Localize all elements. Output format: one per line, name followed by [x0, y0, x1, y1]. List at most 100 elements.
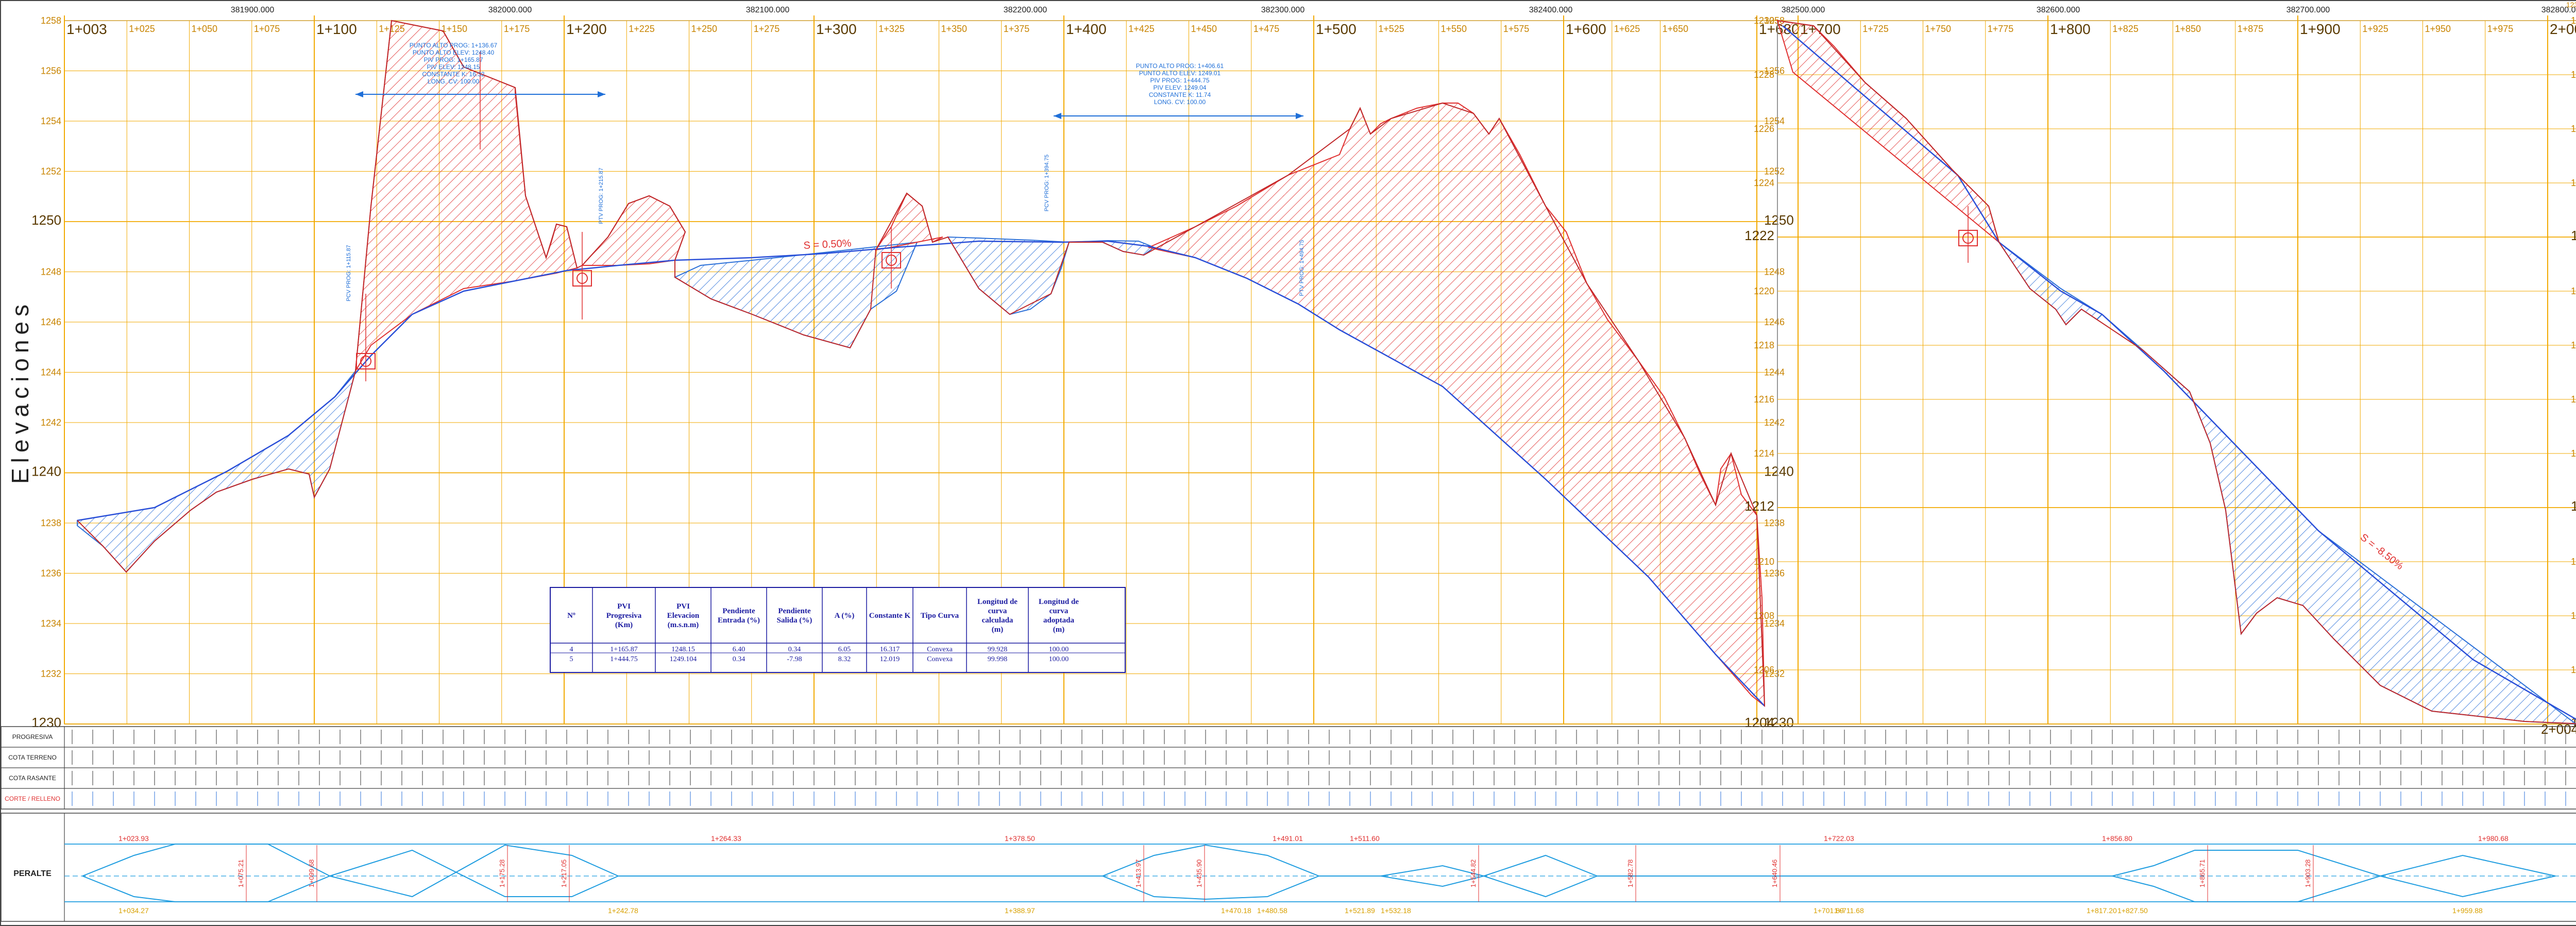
grade-line	[1782, 25, 2576, 720]
terrain-line	[77, 20, 1765, 706]
minor-station-label: 1+250	[691, 24, 718, 34]
elevation-label: 1242	[41, 417, 61, 428]
peralte-station-label: 1+034.27	[118, 906, 149, 915]
minor-station-label: 1+325	[878, 24, 905, 34]
peralte-vertical-label: 1+544.82	[1469, 860, 1477, 888]
pvi-info-line: PIV ELEV: 1249.04	[1154, 84, 1207, 91]
pvi-info-line: PUNTO ALTO ELEV: 1248.40	[413, 49, 495, 56]
peralte-vertical-label: 1+075.21	[237, 860, 245, 888]
minor-station-label: 1+925	[2362, 24, 2388, 34]
pvi-info-line: PIV ELEV: 1248.15	[427, 63, 480, 71]
elevation-label: 1238	[1764, 518, 1785, 528]
cut-area	[1147, 103, 1766, 708]
elevation-label: 1236	[41, 568, 61, 579]
minor-station-label: 1+975	[2487, 24, 2514, 34]
elevation-label: 1228	[1754, 70, 1774, 80]
coordinate-label: 382800.000	[2541, 6, 2576, 14]
table-cell: 99.998	[988, 655, 1008, 663]
peralte-station-label: 1+856.80	[2102, 834, 2132, 843]
elevation-label: 1228	[2571, 70, 2576, 80]
elevation-label: 1214	[1754, 448, 1774, 459]
elevation-label: 1206	[2571, 665, 2576, 675]
fill-area	[947, 236, 1070, 315]
coordinate-label: 381900.000	[231, 6, 275, 14]
pvi-info-line: CONSTANTE K: 16.32	[422, 71, 484, 78]
elevation-label: 1246	[1764, 317, 1785, 327]
elevation-label: 1256	[41, 66, 61, 76]
peralte-station-label: 1+532.18	[1381, 906, 1411, 915]
peralte-station-label: 1+388.97	[1005, 906, 1035, 915]
peralte-station-label: 1+980.68	[2478, 834, 2509, 843]
peralte-title: PERALTE	[13, 869, 52, 878]
table-header: Nº	[567, 612, 575, 620]
elevation-label: 1220	[2571, 286, 2576, 296]
minor-station-label: 1+175	[504, 24, 530, 34]
table-cell: 100.00	[1049, 646, 1069, 653]
minor-station-label: 1+375	[1004, 24, 1030, 34]
minor-station-label: 1+750	[1925, 24, 1952, 34]
vertical-note: PTV PROG: 1+494.75	[1299, 240, 1305, 296]
elevation-label: 1252	[1764, 166, 1785, 177]
peralte-vertical-label: 1+175.28	[498, 860, 506, 888]
major-station-label: 1+100	[316, 21, 357, 37]
terrain-line	[1777, 20, 2576, 725]
elevation-label: 1248	[41, 267, 61, 277]
profile-section-1: 1258125612541252125012481246124412421240…	[31, 6, 1799, 730]
elevation-label: 1240	[31, 464, 61, 479]
elevation-label: 1212	[2571, 498, 2576, 514]
pvi-info-line: PUNTO ALTO PROG: 1+406.61	[1136, 62, 1224, 70]
peralte-vertical-label: 1+099.68	[308, 860, 315, 888]
minor-station-label: 1+475	[1253, 24, 1280, 34]
section-2-elevation-labels-left: 1230122812261224122212201218121612141212…	[1744, 15, 1774, 730]
elevation-label: 1234	[1764, 618, 1785, 629]
pvi-info-line: PIV PROG: 1+444.75	[1150, 77, 1209, 84]
vertical-note: PTV PROG: 1+215.87	[598, 167, 604, 224]
table-cell: 6.40	[733, 646, 745, 653]
elevation-label: 1206	[1754, 665, 1774, 675]
superelevation-line	[82, 849, 2556, 902]
elevation-label: 1222	[1744, 228, 1774, 243]
elevation-label: 1216	[1754, 394, 1774, 405]
peralte-station-label: 1+470.18	[1221, 906, 1251, 915]
peralte-vertical-label: 1+903.28	[2304, 860, 2312, 888]
band-title: COTA RASANTE	[9, 775, 56, 782]
elevation-label: 1246	[41, 317, 61, 327]
vertical-curve-dimension-2	[1054, 113, 1303, 119]
peralte-station-label: 1+242.78	[608, 906, 638, 915]
table-cell: 0.34	[788, 646, 801, 653]
section-1-elevation-grid	[64, 20, 1777, 725]
table-cell: 1+444.75	[610, 655, 637, 663]
table-cell: 5	[570, 655, 573, 663]
minor-station-label: 1+075	[254, 24, 280, 34]
table-cell: 1248.15	[671, 646, 695, 653]
minor-station-label: 1+050	[192, 24, 218, 34]
peralte-station-label: 1+378.50	[1005, 834, 1035, 843]
pvi-info-line: LONG. CV: 100.00	[1154, 98, 1206, 106]
pvi-info-line: CONSTANTE K: 11.74	[1149, 91, 1211, 98]
pvi-marker	[882, 227, 901, 289]
peralte-station-label: 1+491.01	[1273, 834, 1303, 843]
elevation-label: 1220	[1754, 286, 1774, 296]
elevation-label: 1226	[1754, 124, 1774, 134]
minor-station-label: 1+775	[1988, 24, 2014, 34]
profile-section-2: 1230122812261224122212201218121612141212…	[1744, 1, 2576, 737]
top-right-elevation: 1232	[2566, 1, 2576, 9]
section-1-fill-areas	[77, 236, 1156, 573]
peralte-station-label: 1+480.58	[1257, 906, 1287, 915]
elevation-label: 1232	[1764, 669, 1785, 679]
elevation-label: 1216	[2571, 394, 2576, 405]
elevation-label: 1218	[2571, 340, 2576, 350]
table-cell: 8.32	[838, 655, 851, 663]
section-1-elevation-labels-right: 1258125612541252125012481246124412421240…	[1764, 15, 1794, 730]
elevation-label: 1254	[1764, 116, 1785, 126]
major-station-label: 1+600	[1566, 21, 1606, 37]
elevation-label: 1236	[1764, 568, 1785, 579]
minor-station-label: 1+525	[1378, 24, 1404, 34]
elevation-label: 1226	[2571, 124, 2576, 134]
elevation-label: 1250	[1764, 212, 1794, 228]
elevation-label: 1230	[2571, 15, 2576, 26]
major-station-label: 1+300	[816, 21, 857, 37]
